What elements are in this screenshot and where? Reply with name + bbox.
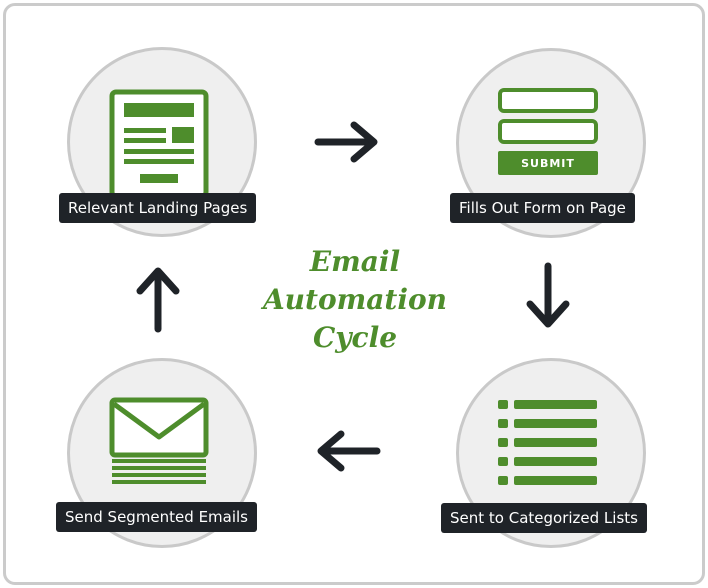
center-title: Email Automation Cycle	[245, 243, 465, 357]
node-label-form: Fills Out Form on Page	[450, 193, 635, 223]
down-arrow-icon	[526, 262, 570, 328]
left-arrow-icon	[317, 430, 381, 472]
center-title-line: Email	[309, 245, 401, 278]
submit-button-label: SUBMIT	[521, 157, 575, 170]
right-arrow-icon	[314, 121, 378, 163]
node-label-landing-pages: Relevant Landing Pages	[59, 193, 257, 223]
form-icon: SUBMIT	[498, 88, 598, 175]
up-arrow-icon	[136, 267, 180, 333]
envelope-icon	[109, 397, 209, 484]
node-label-emails: Send Segmented Emails	[56, 502, 257, 532]
center-title-line: Cycle	[312, 321, 398, 354]
submit-button-shape	[498, 151, 598, 175]
list-icon	[498, 400, 597, 485]
node-label-lists: Sent to Categorized Lists	[441, 503, 647, 533]
landing-page-icon	[109, 89, 209, 199]
center-title-line: Automation	[262, 283, 448, 316]
